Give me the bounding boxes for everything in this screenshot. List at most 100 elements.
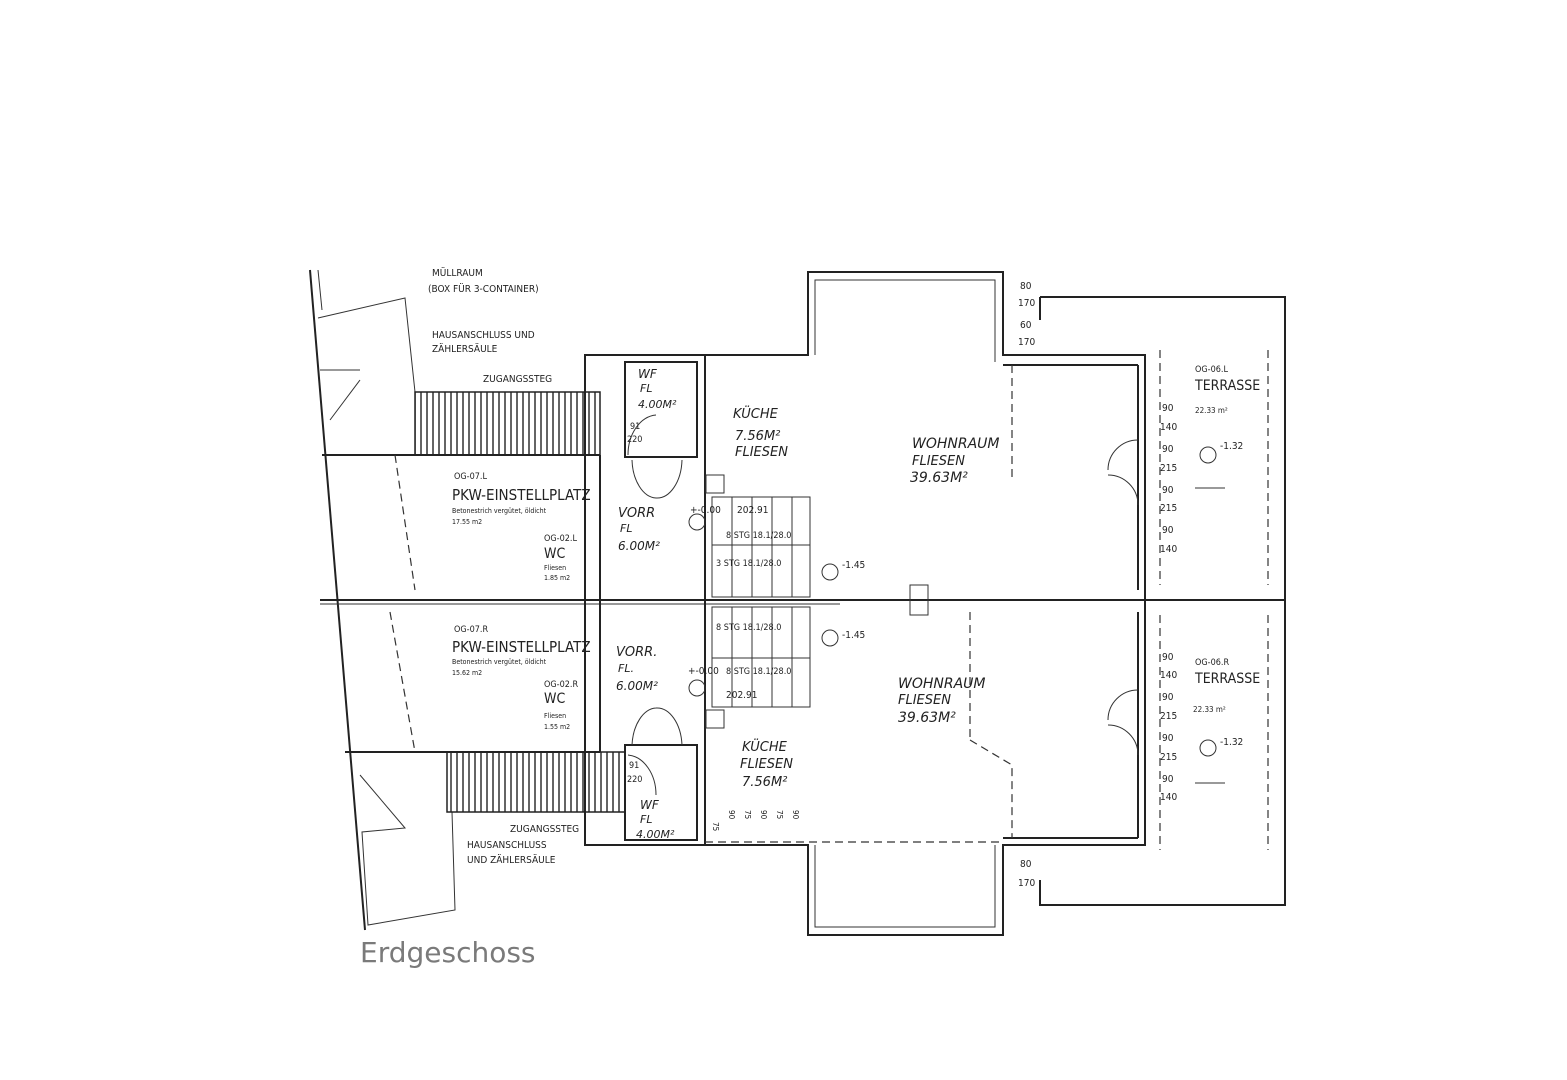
living-area: 39.63M²: [910, 470, 968, 486]
label-hausanschluss-bottom-2: UND ZÄHLERSÄULE: [467, 853, 556, 866]
stair-spec: 8 STG 18.1/28.0: [726, 531, 791, 541]
dim: 90: [1162, 774, 1174, 785]
kitchen-area: 7.56M²: [742, 775, 787, 790]
living-area: 39.63M²: [898, 710, 956, 726]
dim: 75: [743, 810, 752, 819]
floor-caption: Erdgeschoss: [360, 936, 536, 969]
dim: 90: [1162, 692, 1174, 703]
dim: 60: [1020, 320, 1032, 331]
vorr-area: 6.00M²: [616, 679, 658, 693]
walkway-bottom: [446, 751, 626, 813]
terrace-level: -1.32: [1220, 441, 1243, 452]
level-entry: +-0.00: [690, 505, 721, 516]
label-hausanschluss-top-1: HAUSANSCHLUSS UND: [432, 330, 535, 341]
wf-floor: FL: [640, 813, 652, 826]
dim: 170: [1018, 298, 1035, 309]
wf-area: 4.00M²: [636, 828, 675, 841]
label-hausanschluss-top-2: ZÄHLERSÄULE: [432, 342, 498, 355]
dim: 80: [1020, 281, 1032, 292]
wc-area: 1.85 m2: [544, 574, 570, 582]
dim: 140: [1160, 544, 1177, 555]
parking-desc: Betonestrich vergütet, öldicht: [452, 658, 547, 666]
dim: 90: [1162, 733, 1174, 744]
parking-area: 15.62 m2: [452, 669, 482, 677]
vorr-label: VORR: [618, 506, 655, 521]
parking-name: PKW-EINSTELLPLATZ: [452, 486, 591, 504]
dim: 170: [1018, 878, 1035, 889]
dim: 215: [1160, 463, 1177, 474]
label-zugangssteg-top: ZUGANGSSTEG: [483, 374, 552, 385]
dim: 75: [711, 822, 720, 831]
vorr-floor: FL: [620, 522, 632, 535]
dim: 215: [1160, 711, 1177, 722]
terrace-code: OG-06.R: [1195, 658, 1229, 668]
stair-spec: 3 STG 18.1/28.0: [716, 559, 781, 569]
dim: 90: [1162, 652, 1174, 663]
dim: 90: [1162, 444, 1174, 455]
dim: 140: [1160, 792, 1177, 803]
door-height: 220: [627, 775, 642, 785]
dim: 90: [791, 810, 800, 820]
kitchen-floor: FLIESEN: [735, 445, 788, 460]
parking-area: 17.55 m2: [452, 518, 482, 526]
dim: 140: [1160, 422, 1177, 433]
walls-house: [704, 271, 1146, 936]
dim: 80: [1020, 859, 1032, 870]
dim: 215: [1160, 752, 1177, 763]
vorr-floor: FL.: [618, 662, 634, 675]
level-stair: -1.45: [842, 630, 865, 641]
terrace-area: 22.33 m²: [1195, 406, 1228, 415]
wc-floor: Fliesen: [544, 564, 566, 572]
parking-code: OG-07.R: [454, 625, 488, 635]
walkway-top: [414, 391, 601, 456]
dim: 90: [759, 810, 768, 820]
level-entry: +-0.00: [688, 666, 719, 677]
wc-code: OG-02.R: [544, 680, 578, 690]
kitchen-label: KÜCHE: [742, 738, 788, 755]
stair-elevation: 202.91: [737, 505, 768, 516]
door-width: 91: [630, 422, 640, 432]
parking-name: PKW-EINSTELLPLATZ: [452, 638, 591, 656]
staircase: [711, 496, 811, 708]
wc-floor: Fliesen: [544, 712, 566, 720]
level-markers: [688, 446, 1217, 757]
living-floor: FLIESEN: [898, 693, 951, 708]
wc-code: OG-02.L: [544, 534, 577, 544]
label-hausanschluss-bottom-1: HAUSANSCHLUSS: [467, 840, 547, 851]
terrace-level: -1.32: [1220, 737, 1243, 748]
dim: 90: [1162, 403, 1174, 414]
dim: 90: [727, 810, 736, 820]
wf-label: WF: [638, 367, 658, 381]
wf-area: 4.00M²: [638, 398, 677, 411]
kitchen-floor: FLIESEN: [740, 757, 793, 772]
terrace-name: TERRASSE: [1194, 378, 1260, 394]
wc-name: WC: [544, 691, 565, 707]
label-zugangssteg-bottom: ZUGANGSSTEG: [510, 824, 579, 835]
terrace-area: 22.33 m²: [1193, 705, 1226, 714]
kitchen-label: KÜCHE: [733, 405, 779, 422]
label-muellraum: MÜLLRAUM: [432, 266, 483, 279]
vorr-label: VORR.: [616, 645, 657, 660]
dim: 215: [1160, 503, 1177, 514]
parking-code: OG-07.L: [454, 472, 487, 482]
terraces: [1039, 296, 1286, 906]
wf-label: WF: [640, 798, 660, 812]
label-box: (BOX FÜR 3-CONTAINER): [428, 282, 539, 295]
dim: 170: [1018, 337, 1035, 348]
door-width: 91: [629, 761, 639, 771]
dim: 90: [1162, 525, 1174, 536]
living-label: WOHNRAUM: [912, 436, 1000, 452]
wf-floor: FL: [640, 382, 652, 395]
door-height: 220: [627, 435, 642, 445]
wc-area: 1.55 m2: [544, 723, 570, 731]
living-floor: FLIESEN: [912, 454, 965, 469]
dim: 90: [1162, 485, 1174, 496]
vorr-area: 6.00M²: [618, 539, 660, 553]
dim: 75: [775, 810, 784, 819]
kitchen-area: 7.56M²: [735, 429, 780, 444]
parking-desc: Betonestrich vergütet, öldicht: [452, 507, 547, 515]
dim: 140: [1160, 670, 1177, 681]
terrace-name: TERRASSE: [1194, 671, 1260, 687]
level-stair: -1.45: [842, 560, 865, 571]
